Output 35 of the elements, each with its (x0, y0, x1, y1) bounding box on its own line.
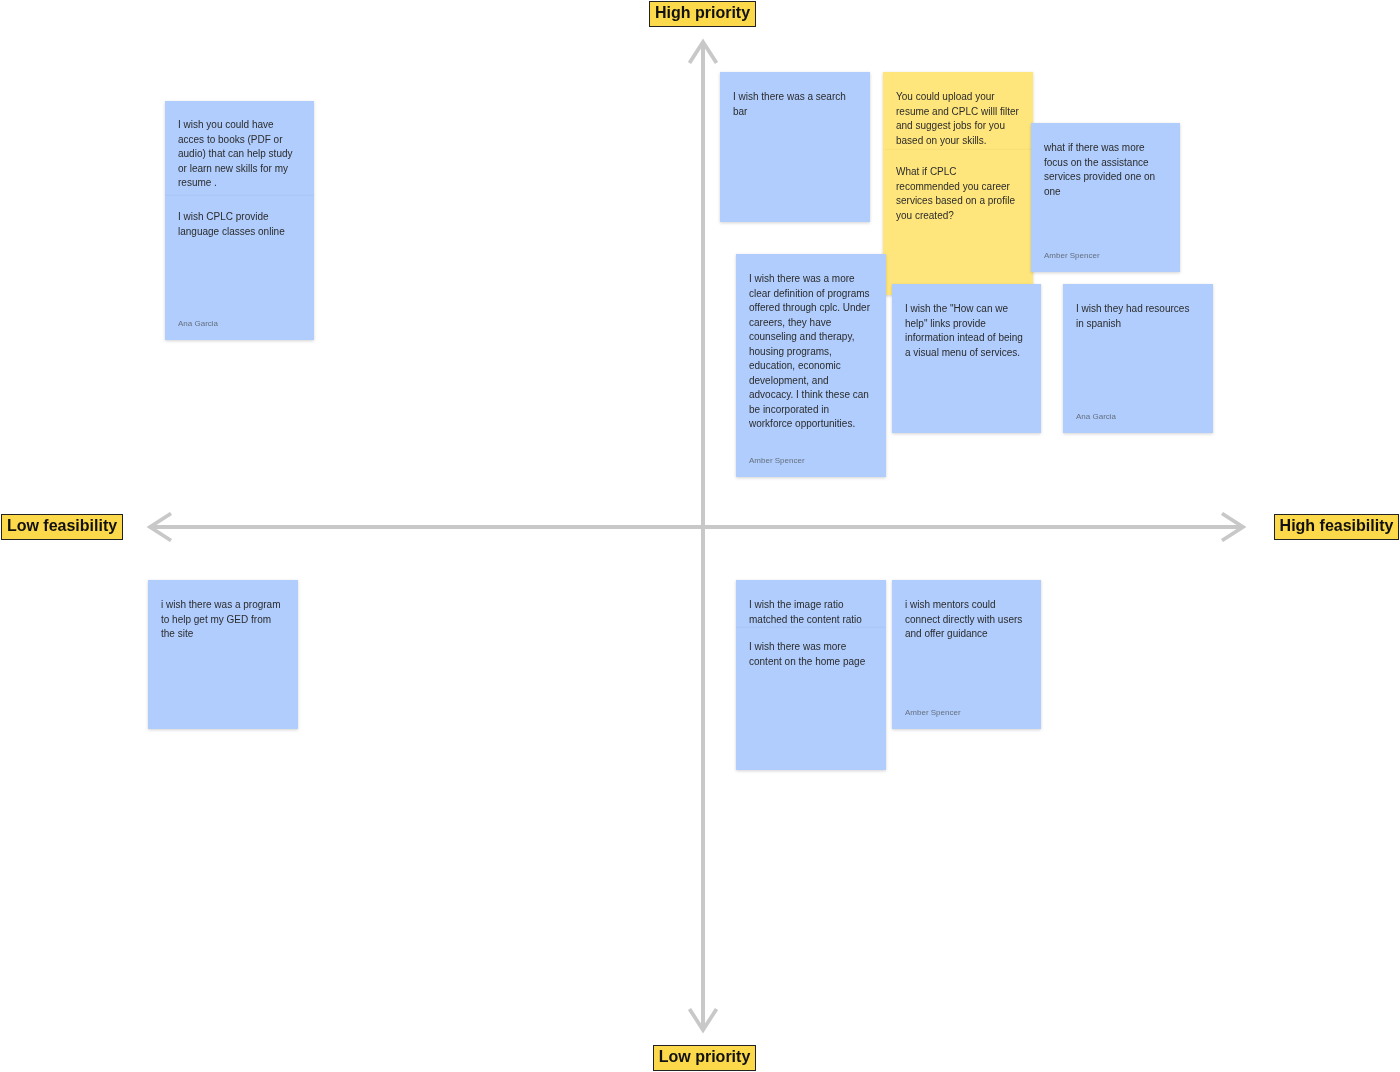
sticky-note (148, 580, 298, 729)
author-name: Ana Garcia (178, 319, 219, 328)
note-text: I wish they had resources in spanish (1076, 302, 1191, 331)
note-text: i wish there was a program to help get my GED from the site (161, 598, 282, 641)
sticky-note (1063, 284, 1213, 433)
note-text: I wish there was more content on the home page (749, 640, 867, 669)
axis-label: High priority (649, 1, 756, 27)
note-text: what if there was more focus on the assistance services provided one on one (1044, 141, 1157, 199)
note-text: I wish there was a more clear definition of programs offered through cplc. Under careers, they have counseling and therapy, housing programs, education, economic development, and advocacy. I think these can be incorporated in workforce opportunities. (749, 272, 871, 431)
axis-label: Low feasibility (1, 514, 123, 540)
author-name: Ana Garcia (1076, 412, 1117, 421)
sticky-note (736, 254, 886, 477)
axis-label: Low priority (653, 1045, 756, 1071)
note-text: I wish CPLC provide language classes online (178, 210, 286, 239)
axis-label: High feasibility (1274, 514, 1399, 540)
sticky-note (892, 284, 1041, 433)
note-text: What if CPLC recommended you career services based on a profile you created? (896, 165, 1016, 223)
note-text: You could upload your resume and CPLC willl filter and suggest jobs for you based on your skills. (896, 90, 1019, 148)
note-text: I wish you could have acces to books (PDF or audio) that can help study or learn new skills for my resume . (178, 118, 294, 190)
sticky-note (165, 196, 314, 340)
note-text: I wish there was a search bar (733, 90, 847, 119)
sticky-note (720, 72, 870, 222)
sticky-note (883, 72, 1033, 150)
note-text: I wish the "How can we help" links provide information intead of being a visual menu of services. (905, 302, 1024, 360)
sticky-note (736, 628, 886, 770)
sticky-note (883, 150, 1033, 295)
note-text: I wish the image ratio matched the content ratio (749, 598, 863, 627)
note-text: i wish mentors could connect directly with users and offer guidance (905, 598, 1024, 641)
sticky-note (1031, 123, 1180, 272)
author-name: Amber Spencer (905, 708, 961, 717)
sticky-note (165, 101, 314, 196)
sticky-note (892, 580, 1041, 729)
sticky-note (736, 580, 886, 628)
author-name: Amber Spencer (749, 456, 805, 465)
author-name: Amber Spencer (1044, 251, 1100, 260)
